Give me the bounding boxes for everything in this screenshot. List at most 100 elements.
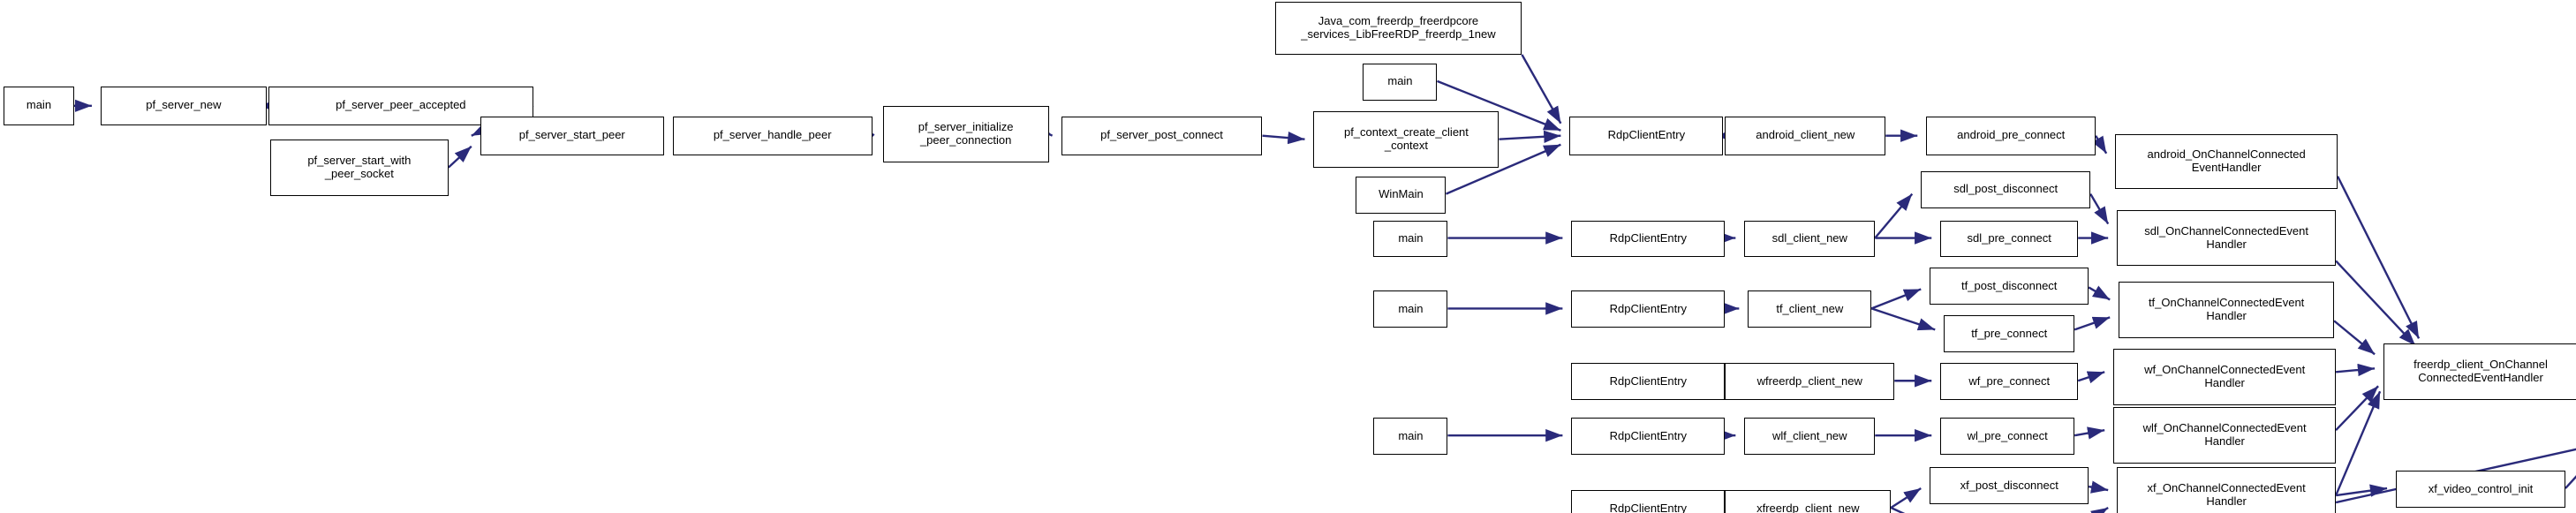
- graph-edge: [1521, 54, 1562, 124]
- graph-node-label: sdl_post_disconnect: [1953, 182, 2059, 196]
- graph-edge: [448, 145, 472, 169]
- graph-node-label: pf_server_start_peer: [518, 128, 625, 142]
- graph-node-label: Java_com_freerdp_freerdpcore _services_L…: [1301, 13, 1496, 41]
- graph-edge: [2074, 316, 2111, 331]
- graph-node-pf_context_create_client_context[interactable]: pf_context_create_client _context: [1313, 110, 1500, 168]
- graph-node-label: pf_server_new: [146, 98, 222, 112]
- graph-node-wlf_client_new[interactable]: wlf_client_new: [1744, 418, 1876, 456]
- graph-node-rdpcliententry[interactable]: RdpClientEntry: [1571, 490, 1726, 513]
- graph-node-pf_server_post_connect[interactable]: pf_server_post_connect: [1061, 116, 1263, 155]
- graph-node-label: main: [1398, 428, 1424, 442]
- graph-edge: [2333, 320, 2376, 356]
- graph-edge: [1499, 130, 1561, 144]
- graph-edge: [2088, 285, 2111, 301]
- graph-edge: [1262, 131, 1305, 145]
- graph-node-pf_server_start_peer[interactable]: pf_server_start_peer: [480, 116, 664, 155]
- graph-node-label: pf_server_peer_accepted: [336, 98, 466, 112]
- graph-node-label: RdpClientEntry: [1609, 231, 1688, 245]
- graph-edge: [2335, 484, 2388, 497]
- graph-edge: [1890, 487, 1922, 509]
- graph-node-tf_onchannelconnectedeventhandler[interactable]: tf_OnChannelConnectedEvent Handler: [2119, 282, 2335, 339]
- graph-node-freerdp_client_onchannelconnectedeventhandler[interactable]: freerdp_client_OnChannel ConnectedEventH…: [2383, 343, 2576, 401]
- graph-node-label: RdpClientEntry: [1609, 373, 1688, 388]
- graph-node-wlf_onchannelconnectedeventhandler[interactable]: wlf_OnChannelConnectedEvent Handler: [2113, 407, 2337, 464]
- graph-node-label: tf_OnChannelConnectedEvent Handler: [2148, 296, 2305, 323]
- graph-node-main[interactable]: main: [1373, 220, 1448, 258]
- graph-edge: [2092, 135, 2108, 155]
- graph-node-pf_server_handle_peer[interactable]: pf_server_handle_peer: [672, 116, 873, 155]
- graph-node-label: android_client_new: [1756, 128, 1855, 142]
- graph-node-label: pf_server_handle_peer: [713, 128, 832, 142]
- graph-node-label: RdpClientEntry: [1609, 301, 1688, 315]
- graph-node-main[interactable]: main: [1373, 290, 1448, 328]
- graph-node-label: wlf_client_new: [1772, 428, 1847, 442]
- graph-edge: [2090, 506, 2109, 513]
- graph-node-xf_onchannelconnectedeventhandler[interactable]: xf_OnChannelConnectedEvent Handler: [2117, 467, 2337, 513]
- graph-node-wf_pre_connect[interactable]: wf_pre_connect: [1940, 363, 2079, 401]
- graph-edge: [1890, 506, 1906, 513]
- graph-edge: [2335, 363, 2376, 377]
- graph-node-main[interactable]: main: [1363, 63, 1438, 101]
- graph-node-tf_client_new[interactable]: tf_client_new: [1748, 290, 1872, 328]
- graph-node-label: tf_client_new: [1776, 301, 1844, 315]
- graph-edge: [1870, 307, 1936, 331]
- graph-node-wf_onchannelconnectedeventhandler[interactable]: wf_OnChannelConnectedEvent Handler: [2113, 349, 2337, 406]
- graph-node-tf_pre_connect[interactable]: tf_pre_connect: [1944, 315, 2075, 353]
- graph-node-label: RdpClientEntry: [1607, 128, 1686, 142]
- graph-node-rdpcliententry[interactable]: RdpClientEntry: [1571, 290, 1726, 328]
- graph-node-label: wfreerdp_client_new: [1756, 373, 1862, 388]
- graph-node-label: main: [26, 98, 52, 112]
- graph-node-label: tf_post_disconnect: [1961, 278, 2058, 292]
- graph-node-android_pre_connect[interactable]: android_pre_connect: [1926, 116, 2096, 155]
- graph-edge: [2335, 385, 2379, 431]
- graph-node-rdpcliententry[interactable]: RdpClientEntry: [1571, 363, 1726, 401]
- graph-node-label: main: [1387, 74, 1413, 88]
- graph-edge: [2088, 480, 2109, 494]
- graph-node-wl_pre_connect[interactable]: wl_pre_connect: [1940, 418, 2075, 456]
- graph-node-wfreerdp_client_new[interactable]: wfreerdp_client_new: [1725, 363, 1895, 401]
- graph-edge: [1870, 288, 1922, 310]
- graph-node-label: main: [1398, 231, 1424, 245]
- graph-node-label: pf_server_initialize _peer_connection: [918, 119, 1014, 147]
- graph-edge: [857, 132, 875, 151]
- graph-node-xf_video_control_init[interactable]: xf_video_control_init: [2396, 471, 2565, 508]
- graph-node-label: RdpClientEntry: [1609, 501, 1688, 513]
- graph-node-label: xf_OnChannelConnectedEvent Handler: [2147, 481, 2306, 509]
- graph-node-label: xf_post_disconnect: [1960, 478, 2059, 492]
- graph-edge: [2089, 193, 2110, 225]
- graph-node-rdpcliententry[interactable]: RdpClientEntry: [1571, 418, 1726, 456]
- graph-node-label: pf_context_create_client _context: [1343, 124, 1469, 152]
- graph-node-tf_post_disconnect[interactable]: tf_post_disconnect: [1930, 268, 2089, 306]
- graph-node-sdl_onchannelconnectedeventhandler[interactable]: sdl_OnChannelConnectedEvent Handler: [2117, 209, 2337, 267]
- graph-edge: [2074, 426, 2105, 440]
- graph-node-pf_server_new[interactable]: pf_server_new: [100, 86, 267, 125]
- graph-node-label: wl_pre_connect: [1967, 428, 2048, 442]
- graph-node-xf_post_disconnect[interactable]: xf_post_disconnect: [1930, 467, 2089, 504]
- graph-node-sdl_client_new[interactable]: sdl_client_new: [1744, 220, 1876, 258]
- graph-node-label: wlf_OnChannelConnectedEvent Handler: [2142, 421, 2307, 449]
- graph-edge: [2337, 176, 2421, 339]
- graph-node-main[interactable]: main: [3, 86, 74, 125]
- graph-node-pf_server_start_with_peer_socket[interactable]: pf_server_start_with _peer_socket: [269, 139, 449, 196]
- graph-node-label: sdl_client_new: [1771, 231, 1847, 245]
- graph-node-label: pf_server_start_with _peer_socket: [307, 153, 412, 180]
- graph-edge: [2077, 371, 2105, 384]
- graph-node-android_client_new[interactable]: android_client_new: [1725, 116, 1886, 155]
- graph-node-sdl_post_disconnect[interactable]: sdl_post_disconnect: [1921, 170, 2091, 208]
- graph-edge: [2335, 260, 2416, 347]
- graph-node-label: xfreerdp_client_new: [1756, 501, 1860, 513]
- graph-node-rdpcliententry[interactable]: RdpClientEntry: [1571, 220, 1726, 258]
- graph-node-sdl_pre_connect[interactable]: sdl_pre_connect: [1940, 220, 2079, 258]
- graph-node-main[interactable]: main: [1373, 418, 1448, 456]
- graph-node-label: sdl_OnChannelConnectedEvent Handler: [2144, 223, 2308, 251]
- graph-node-label: wf_pre_connect: [1968, 373, 2051, 388]
- graph-node-xfreerdp_client_new[interactable]: xfreerdp_client_new: [1725, 490, 1892, 513]
- graph-node-rdpcliententry[interactable]: RdpClientEntry: [1569, 116, 1724, 155]
- graph-edge: [2334, 390, 2382, 496]
- graph-node-winmain[interactable]: WinMain: [1356, 176, 1447, 214]
- graph-node-label: xf_video_control_init: [2428, 481, 2534, 495]
- graph-node-pf_server_initialize_peer_connection[interactable]: pf_server_initialize _peer_connection: [882, 105, 1049, 162]
- graph-node-android_onchannelconnectedeventhandler[interactable]: android_OnChannelConnected EventHandler: [2115, 133, 2338, 189]
- graph-node-java_com_freerdp_freerdpcore_services_libfreerdp_freerdp_1new[interactable]: Java_com_freerdp_freerdpcore _services_L…: [1274, 1, 1522, 55]
